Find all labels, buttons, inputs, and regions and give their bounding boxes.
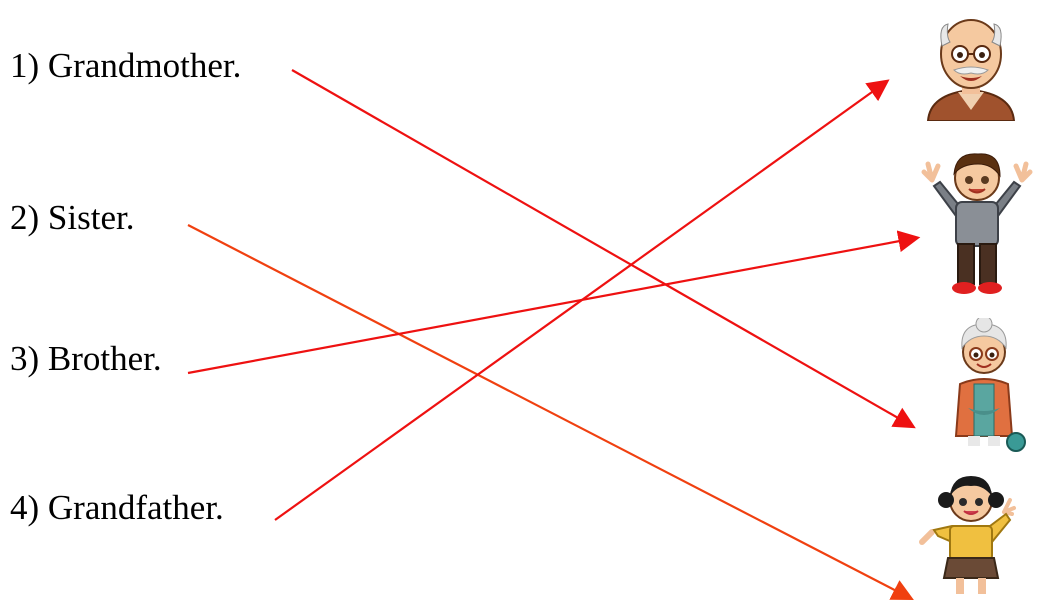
line-grandmother-to-grandmother-picture	[292, 70, 912, 426]
line-brother-to-boy-picture	[188, 238, 916, 373]
line-grandfather-to-grandfather-picture	[275, 82, 886, 520]
grandfather-picture	[916, 6, 1026, 121]
grandmother-picture	[938, 318, 1030, 454]
boy-picture	[918, 146, 1036, 296]
line-sister-to-girl-picture	[188, 225, 910, 598]
girl-picture	[912, 470, 1028, 600]
